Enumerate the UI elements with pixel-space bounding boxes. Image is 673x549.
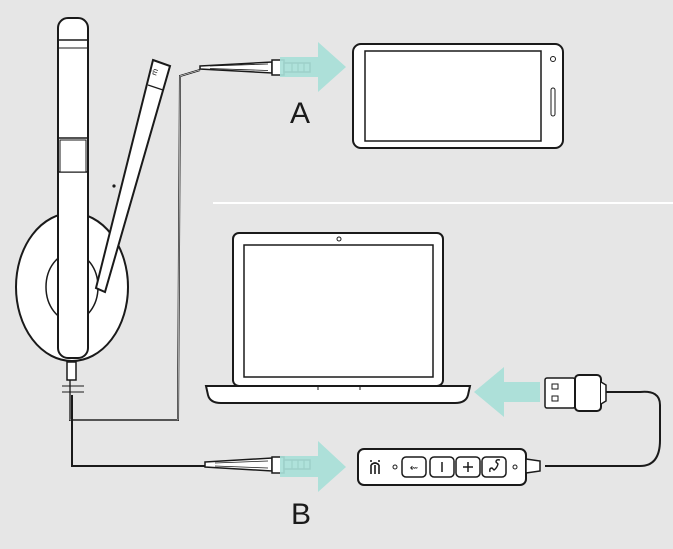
connection-label-a: A: [290, 97, 311, 130]
headset: ṁ: [15, 17, 172, 393]
usb-cable: [545, 390, 661, 467]
laptop-screen: [243, 244, 434, 378]
smartphone: [352, 43, 564, 149]
microsoft-teams-button-icon: ⇜: [401, 456, 427, 478]
laptop: [204, 232, 472, 404]
arrow-usb-icon: [474, 367, 540, 417]
connection-label-b: B: [291, 498, 312, 531]
brand-logo-icon: [370, 460, 380, 474]
usb-plug: [544, 374, 607, 412]
cable-to-jack-a-highlight: [69, 69, 201, 421]
arrow-a-icon: [280, 42, 346, 92]
headband: [57, 17, 89, 359]
phone-screen: [364, 50, 542, 142]
inline-remote: ⇜: [357, 448, 541, 486]
arrow-b-icon: [280, 441, 346, 492]
svg-text:⇜: ⇜: [410, 463, 418, 474]
svg-text:ṁ: ṁ: [149, 67, 160, 77]
laptop-base: [204, 385, 472, 404]
phone-call-button-icon: [481, 456, 507, 478]
cable-to-jack-b: [71, 395, 205, 467]
microphone-boom: ṁ: [94, 58, 172, 294]
